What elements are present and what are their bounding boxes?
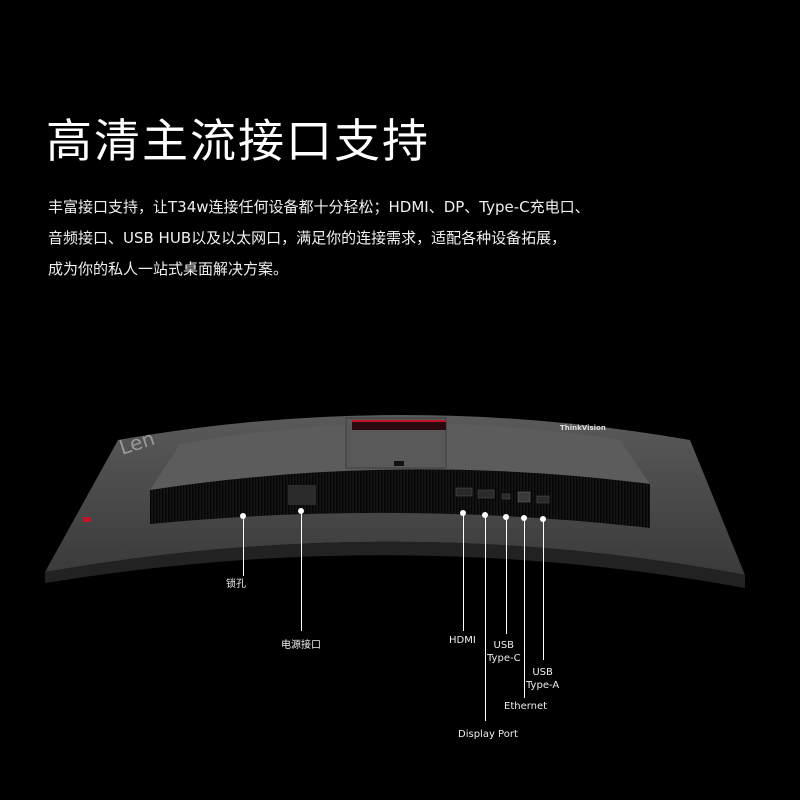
ethernet-callout-line: [524, 518, 525, 698]
description-line-1: 丰富接口支持，让T34w连接任何设备都十分轻松；HDMI、DP、Type-C充电…: [48, 198, 590, 216]
power-callout-line: [301, 511, 302, 631]
hdmi-label: HDMI: [449, 635, 476, 646]
usba-callout-line: [543, 519, 544, 660]
description: 丰富接口支持，让T34w连接任何设备都十分轻松；HDMI、DP、Type-C充电…: [48, 192, 748, 285]
page-title: 高清主流接口支持: [46, 114, 430, 168]
description-line-3: 成为你的私人一站式桌面解决方案。: [48, 260, 289, 278]
displayport-label: Display Port: [458, 729, 518, 740]
description-line-2: 音频接口、USB HUB以及以太网口，满足你的连接需求，适配各种设备拓展，: [48, 229, 567, 247]
lock-callout-line: [243, 516, 244, 576]
usbc-callout-line: [506, 517, 507, 634]
usba-label: USB Type-A: [526, 666, 559, 692]
hdmi-callout-line: [463, 513, 464, 631]
usba-label-line1: USB: [532, 667, 553, 678]
power-label: 电源接口: [281, 640, 321, 651]
usbc-label-line2: Type-C: [487, 653, 521, 664]
usbc-label-line1: USB: [493, 640, 515, 651]
dp-callout-line: [485, 515, 486, 721]
lock-label: 锁孔: [226, 579, 246, 590]
brand-logo-right: ThinkVision: [560, 424, 606, 432]
ethernet-label: Ethernet: [504, 701, 548, 712]
usba-label-line2: Type-A: [526, 680, 560, 691]
usbc-label: USB Type-C: [487, 639, 521, 665]
